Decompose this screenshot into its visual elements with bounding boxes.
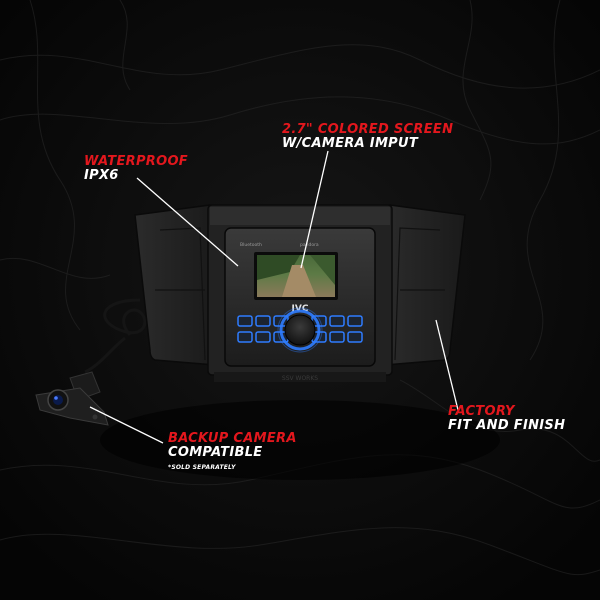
callout-camera-note: *SOLD SEPARATELY <box>168 464 236 472</box>
callout-waterproof-subtitle: IPX6 <box>84 167 119 183</box>
svg-text:Bluetooth: Bluetooth <box>240 242 262 248</box>
svg-text:pandora: pandora <box>300 242 319 248</box>
callout-factory: FACTORY FIT AND FINISH <box>448 405 565 432</box>
camera-cable <box>84 298 147 374</box>
callout-waterproof: WATERPROOF IPX6 <box>84 155 188 182</box>
volume-knob <box>284 314 316 346</box>
callout-factory-subtitle: FIT AND FINISH <box>448 417 566 433</box>
callout-camera: BACKUP CAMERA COMPATIBLE *SOLD SEPARATEL… <box>168 432 297 472</box>
backup-camera <box>35 371 109 426</box>
callout-camera-subtitle: COMPATIBLE <box>168 444 263 460</box>
svg-text:SSV WORKS: SSV WORKS <box>282 375 318 382</box>
callout-screen-title: 2.7" COLORED SCREEN <box>282 122 454 137</box>
callout-waterproof-title: WATERPROOF <box>84 154 188 169</box>
callout-screen: 2.7" COLORED SCREEN W/CAMERA IMPUT <box>282 123 453 150</box>
callout-screen-subtitle: W/CAMERA IMPUT <box>282 135 419 151</box>
brand-logo: JVC <box>291 304 309 314</box>
callout-camera-title: BACKUP CAMERA <box>168 431 297 446</box>
callout-factory-title: FACTORY <box>448 404 515 419</box>
